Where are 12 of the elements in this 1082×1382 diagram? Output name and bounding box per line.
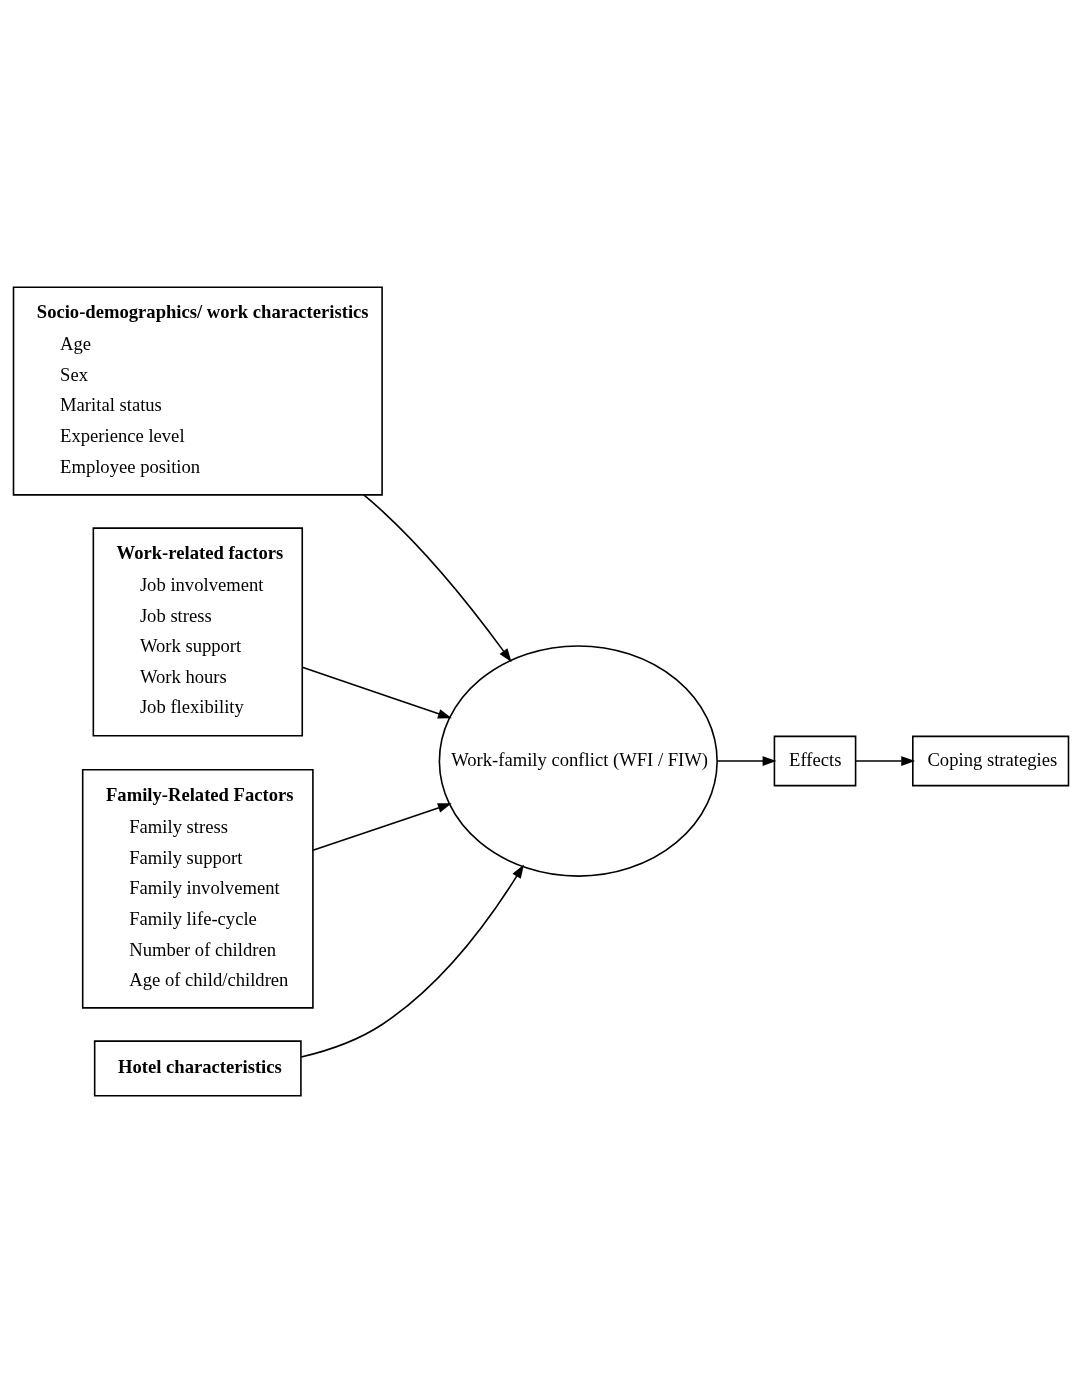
node-box: Coping strategies xyxy=(912,735,1070,786)
arrow xyxy=(301,665,452,718)
arrow xyxy=(300,863,524,1058)
node-box: Work-related factors Job involvement Job stress Work support Work hours Job flexibility xyxy=(92,526,304,737)
arrow xyxy=(855,755,916,766)
node-box: Socio-demographics/ work characteristics Age Sex Marital status Experience level Employee position xyxy=(12,286,383,496)
node-box: Family-Related Factors Family stress Family support Family involvement Family life-cycle Number of children Age of child/children xyxy=(81,768,314,1009)
node-box: Hotel characteristics xyxy=(93,1039,302,1096)
node-box: Effects xyxy=(773,735,857,786)
arrow xyxy=(312,802,452,851)
arrow xyxy=(716,755,777,766)
arrow xyxy=(362,493,512,662)
